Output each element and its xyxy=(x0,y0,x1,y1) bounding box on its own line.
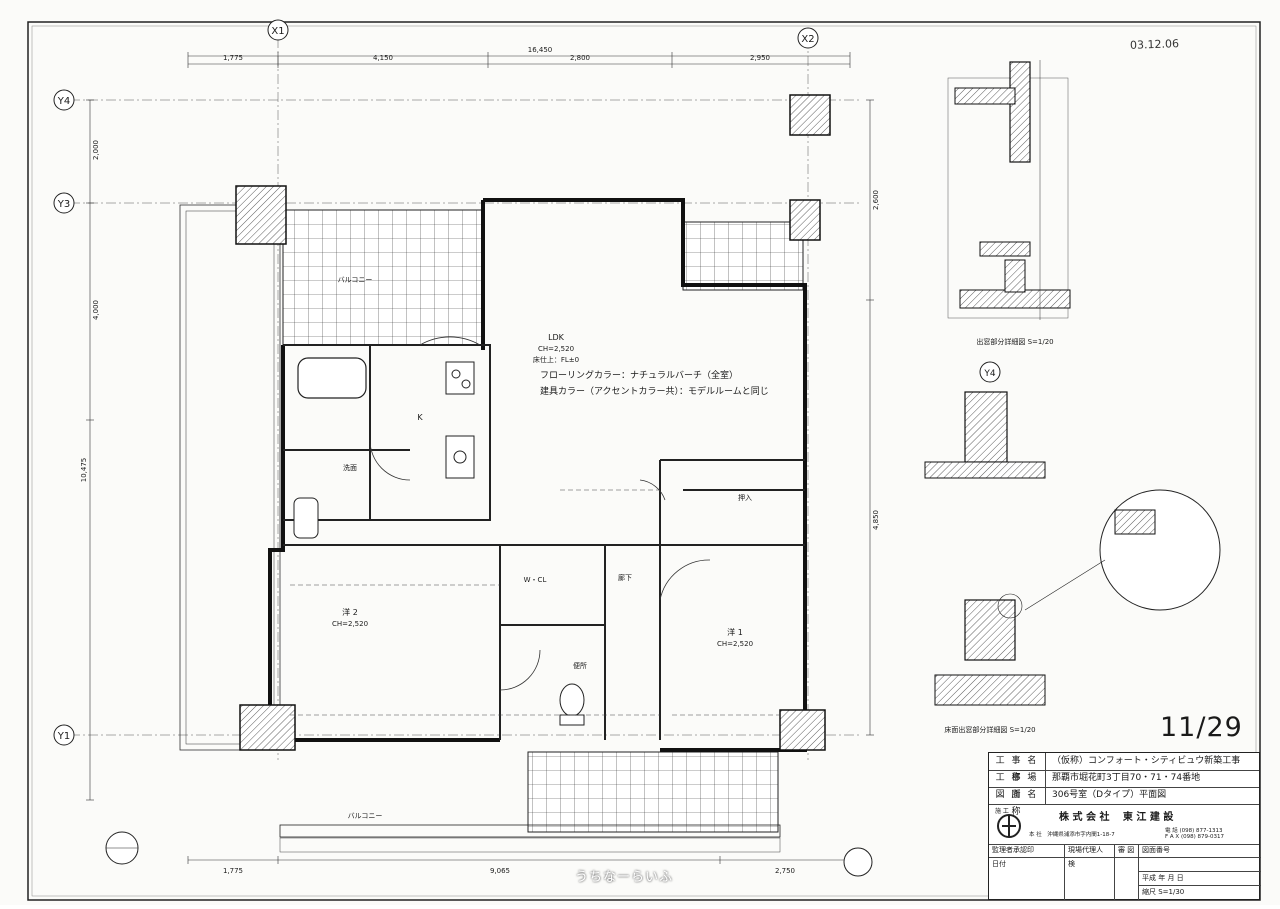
room-kitchen: K xyxy=(417,413,423,422)
drawing-name: 306号室（Dタイプ）平面図 xyxy=(1052,790,1167,800)
room-yo2: 洋 2 xyxy=(342,607,358,617)
approval-grid: 監理者承認印 現場代理人 審 図 図面番号 日付 検 平成 年 月 日 縮尺 S… xyxy=(989,844,1261,900)
room-corridor: 廊下 xyxy=(618,573,632,582)
room-ldk-floor: 床仕上：FL±0 xyxy=(533,355,579,364)
grid-bubble-x2: X2 xyxy=(797,27,819,49)
note-flooring: フローリングカラー：ナチュラルバーチ（全室） xyxy=(540,369,738,381)
company-name: 株 式 会 社 東 江 建 設 xyxy=(1059,812,1174,823)
dim-left-1: 2,000 xyxy=(92,140,100,160)
dim-left-2: 4,000 xyxy=(92,300,100,320)
detail-window-section-1 xyxy=(947,60,1071,320)
dim-right-1: 2,600 xyxy=(872,190,880,210)
dim-right-2: 4,850 xyxy=(872,510,880,530)
builder-block: 施 工 株 式 会 社 東 江 建 設 本 社 沖縄県浦添市字内間1-18-7 … xyxy=(989,804,1259,845)
date-stamp: 03.12.06 xyxy=(1129,37,1180,52)
grid-bubble-y4: Y4 xyxy=(53,89,75,111)
title-row-project: 工 事 名 称 （仮称）コンフォート・シティビュウ新築工事 xyxy=(989,753,1259,783)
balcony-label-top: バルコニー xyxy=(338,276,373,284)
dim-bottom-2: 9,065 xyxy=(490,867,510,875)
dim-total-depth: 10,475 xyxy=(80,458,88,483)
grid-bubble-y3: Y3 xyxy=(53,192,75,214)
company-address: 本 社 沖縄県浦添市字内間1-18-7 xyxy=(1029,832,1115,838)
room-toilet: 便所 xyxy=(573,661,587,670)
title-row-site: 工 事 場 所 那覇市堀花町3丁目70・71・74番地 xyxy=(989,770,1259,800)
company-tel: 電 話 (098) 877-1313 xyxy=(1165,828,1223,834)
svg-text:Y4: Y4 xyxy=(57,96,70,107)
company-fax: F A X (098) 879-0317 xyxy=(1165,834,1224,840)
company-logo-icon xyxy=(997,814,1021,838)
page-number: 11/29 xyxy=(1160,712,1243,743)
room-closet: 押入 xyxy=(738,493,752,502)
project-site: 那覇市堀花町3丁目70・71・74番地 xyxy=(1052,773,1201,783)
grid-bubble-x1: X1 xyxy=(267,19,289,41)
room-ldk: LDK xyxy=(548,333,565,342)
dim-top-3: 2,800 xyxy=(570,54,590,62)
room-ldk-ch: CH=2,520 xyxy=(538,345,574,353)
svg-text:Y4: Y4 xyxy=(983,369,995,379)
project-name: （仮称）コンフォート・シティビュウ新築工事 xyxy=(1052,756,1241,766)
detail-window-section-2: Y4 xyxy=(924,361,1221,706)
detail-caption-2: 床面出窓部分詳細図 S=1/20 xyxy=(944,725,1035,734)
title-block: 工 事 名 称 （仮称）コンフォート・シティビュウ新築工事 工 事 場 所 那覇… xyxy=(988,752,1261,900)
grid-bubble-y1: Y1 xyxy=(53,724,75,746)
room-yo2-ch: CH=2,520 xyxy=(332,620,368,628)
room-washroom: 洗面 xyxy=(343,463,357,472)
room-walk-in-closet: W・CL xyxy=(524,576,547,584)
svg-text:X1: X1 xyxy=(271,26,284,37)
detail-caption-1: 出窓部分詳細図 S=1/20 xyxy=(976,337,1053,346)
title-row-drawing: 図 面 名 称 306号室（Dタイプ）平面図 xyxy=(989,787,1259,817)
dim-bottom-1: 1,775 xyxy=(223,867,243,875)
dim-bottom-3: 2,750 xyxy=(775,867,795,875)
svg-text:Y1: Y1 xyxy=(57,731,70,742)
watermark: うちなーらいふ xyxy=(575,870,674,885)
room-yo1-ch: CH=2,520 xyxy=(717,640,753,648)
note-fittings: 建具カラー（アクセントカラー共）：モデルルームと同じ xyxy=(540,385,769,397)
dim-top-1: 1,775 xyxy=(223,54,243,62)
dim-top-2: 4,150 xyxy=(373,54,393,62)
svg-text:Y3: Y3 xyxy=(57,199,70,210)
svg-text:X2: X2 xyxy=(801,34,814,45)
dim-total-width: 16,450 xyxy=(528,46,553,54)
balcony-label-bottom: バルコニー xyxy=(348,812,383,820)
dim-top-4: 2,950 xyxy=(750,54,770,62)
room-yo1: 洋 1 xyxy=(727,627,743,637)
